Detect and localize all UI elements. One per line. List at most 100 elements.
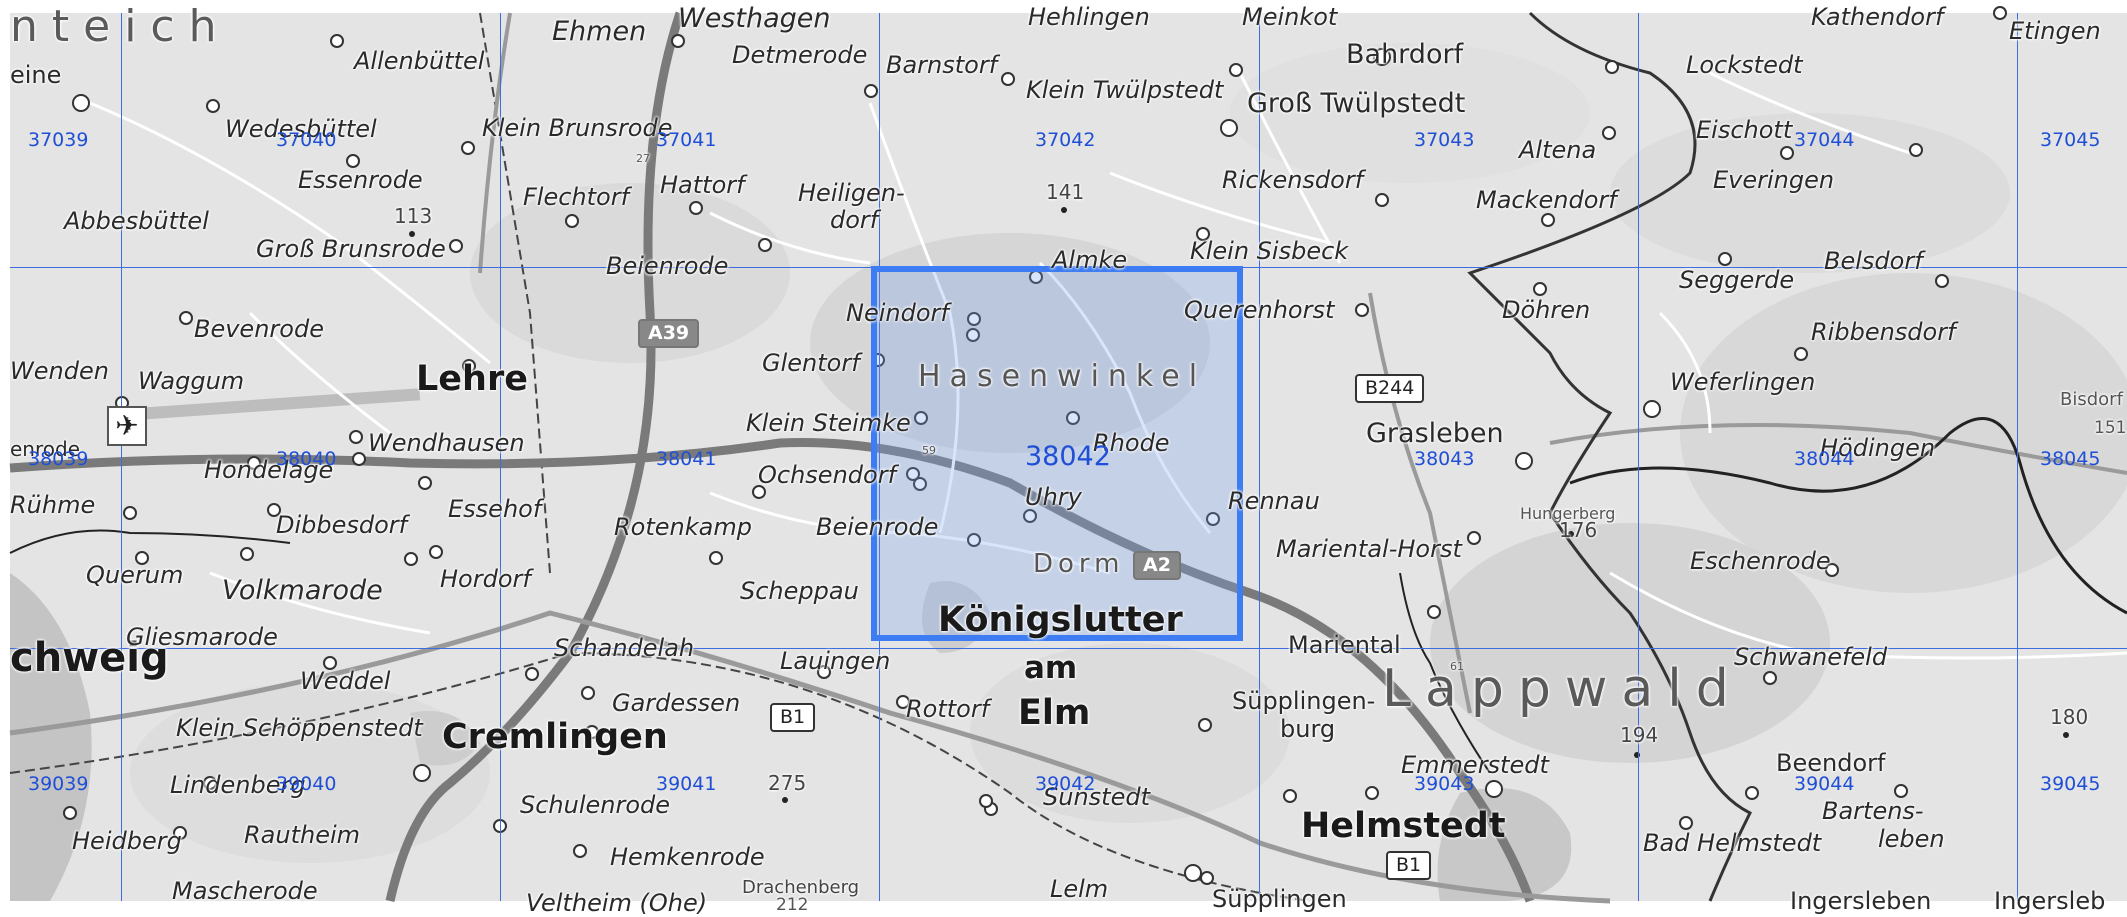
place-label: Altena [1519, 136, 1597, 164]
place-label: Everingen [1713, 166, 1835, 194]
place-label: Hattorf [660, 171, 745, 199]
grid-cell-label-38045[interactable]: 38045 [2040, 448, 2101, 470]
place-label: Lelm [1050, 875, 1109, 903]
region-label: Dorm [1033, 549, 1125, 579]
grid-cell-label-38044[interactable]: 38044 [1794, 448, 1855, 470]
place-label: Wendhausen [368, 429, 525, 457]
place-label: Heiligen- [798, 179, 905, 207]
grid-cell-label-39044[interactable]: 39044 [1794, 773, 1855, 795]
place-label: Klein Schöppenstedt [176, 714, 423, 742]
city-label: Helmstedt [1301, 806, 1506, 846]
place-label: Emmerstedt [1401, 751, 1549, 779]
place-label: Hödingen [1820, 434, 1936, 462]
place-label: Groß Brunsrode [256, 235, 446, 263]
place-label: Volkmarode [222, 575, 383, 606]
place-label: Ribbensdorf [1811, 318, 1956, 346]
grid-cell-label-37044[interactable]: 37044 [1794, 129, 1855, 151]
elevation-label: 275 [768, 771, 807, 795]
place-label: Querum [86, 561, 184, 589]
place-label: Essenrode [298, 166, 423, 194]
place-label: Westhagen [678, 3, 831, 34]
place-label: Bevenrode [194, 315, 324, 343]
city-label: Lehre [416, 359, 528, 399]
road-shield-b1: B1 [1386, 851, 1432, 880]
place-label: Mackendorf [1476, 186, 1617, 214]
place-label: Schandelah [554, 634, 695, 662]
place-label: Hondelage [204, 456, 334, 484]
place-label: Rickensdorf [1222, 166, 1364, 194]
road-number: 27 [636, 152, 650, 165]
grid-cell-label-38041[interactable]: 38041 [656, 448, 717, 470]
place-label: Weddel [300, 667, 391, 695]
grid-cell-label-37040[interactable]: 37040 [276, 129, 337, 151]
grid-cell-label-37042[interactable]: 37042 [1035, 129, 1096, 151]
place-label: Detmerode [732, 41, 868, 69]
place-label: leben [1878, 825, 1945, 853]
grid-cell-label-37041[interactable]: 37041 [656, 129, 717, 151]
place-label: Flechtorf [523, 183, 630, 211]
road-number: 61 [1450, 660, 1464, 673]
grid-line-v6 [2017, 13, 2018, 901]
place-label: Etingen [2009, 17, 2101, 45]
grid-cell-label-37039[interactable]: 37039 [28, 129, 89, 151]
city-label: Cremlingen [442, 717, 668, 757]
place-label: Dibbesdorf [276, 511, 408, 539]
road-shield-a39: A39 [638, 319, 700, 348]
grid-cell-label-39042[interactable]: 39042 [1035, 773, 1096, 795]
grid-cell-label-39039[interactable]: 39039 [28, 773, 89, 795]
place-label: Abbesbüttel [64, 207, 209, 235]
selected-grid-cell[interactable] [871, 266, 1243, 641]
place-label: Belsdorf [1824, 247, 1923, 275]
grid-line-v5 [1638, 13, 1639, 901]
place-label: Bad Helmstedt [1643, 829, 1822, 857]
grid-cell-label-39045[interactable]: 39045 [2040, 773, 2101, 795]
city-label: chweig [10, 635, 169, 681]
grid-line-v2 [500, 13, 501, 901]
place-label: Mariental-Horst [1276, 535, 1462, 563]
road-number: 59 [922, 444, 936, 457]
place-label: Klein Sisbeck [1190, 237, 1349, 265]
grid-line-v3 [879, 13, 880, 901]
place-label: Veltheim (Ohe) [526, 889, 708, 917]
place-label: Allenbüttel [354, 47, 485, 75]
place-label: Scheppau [740, 577, 859, 605]
region-label: Hasenwinkel [918, 359, 1207, 394]
place-label: Ingersleben [1790, 887, 1932, 915]
place-label: Mariental [1288, 631, 1401, 659]
place-label: Drachenberg [742, 877, 860, 898]
place-label: dorf [830, 206, 879, 234]
elevation-label: 194 [1620, 723, 1659, 747]
place-label: Almke [1052, 246, 1128, 274]
elevation-label: 176 [1559, 518, 1598, 542]
elevation-label: 141 [1046, 180, 1085, 204]
place-label: Neindorf [846, 299, 949, 327]
grid-cell-label-38040[interactable]: 38040 [276, 448, 337, 470]
topographic-map[interactable]: Hasenwinkel Dorm Lappwald nteich Lehre c… [9, 5, 2127, 915]
grid-cell-label-37043[interactable]: 37043 [1414, 129, 1475, 151]
place-label: Heidberg [72, 827, 182, 855]
place-label: Groß Twülpstedt [1247, 88, 1466, 119]
grid-cell-label-38042[interactable]: 38042 [1025, 441, 1111, 472]
map-base-layer [9, 6, 2127, 904]
place-label: Lauingen [780, 647, 891, 675]
place-label: Rhode [1093, 429, 1170, 457]
place-label: Hehlingen [1028, 3, 1150, 31]
place-label: Bahrdorf [1346, 39, 1464, 70]
place-label: Klein Brunsrode [482, 114, 673, 142]
region-label: Lappwald [1382, 659, 1743, 719]
place-label: Wenden [10, 357, 109, 385]
grid-cell-label-38039[interactable]: 38039 [28, 448, 89, 470]
place-label: Hungerberg [1520, 504, 1616, 523]
place-label: Eischott [1696, 116, 1793, 144]
grid-cell-label-38043[interactable]: 38043 [1414, 448, 1475, 470]
place-label: enrode [10, 437, 80, 461]
place-label: burg [1280, 715, 1336, 743]
grid-cell-label-39041[interactable]: 39041 [656, 773, 717, 795]
place-label: Wedesbüttel [225, 115, 377, 143]
place-label: Glentorf [762, 349, 860, 377]
place-label: Sunstedt [1043, 783, 1150, 811]
place-label: Barnstorf [886, 51, 998, 79]
grid-cell-label-37045[interactable]: 37045 [2040, 129, 2101, 151]
grid-cell-label-39043[interactable]: 39043 [1414, 773, 1475, 795]
grid-cell-label-39040[interactable]: 39040 [276, 773, 337, 795]
